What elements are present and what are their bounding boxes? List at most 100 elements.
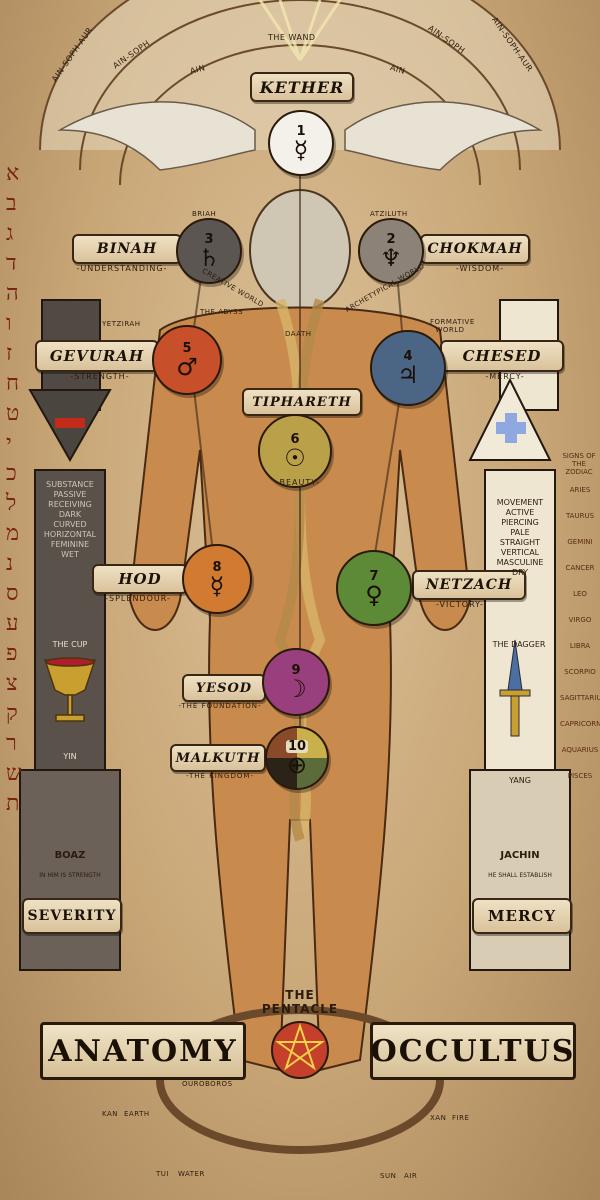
malkuth-number: 10: [285, 738, 309, 754]
mercy-label: MERCY: [472, 898, 572, 934]
hebrew-letter-icon: ט: [6, 401, 20, 426]
venus-icon: ♀: [365, 580, 383, 609]
hebrew-letter-icon: ע: [6, 611, 19, 636]
hebrew-letter-icon: צ: [6, 671, 18, 696]
zodiac-sign-virgo: VIRGO: [568, 616, 592, 624]
abyss-label: THE ABYSS: [200, 308, 244, 316]
wings: [57, 101, 543, 171]
binah-banner: BINAH: [72, 234, 182, 264]
cup-label: THE CUP: [52, 640, 88, 649]
right-pillar-attributes: MOVEMENT ACTIVE PIERCING PALE STRAIGHT V…: [496, 498, 544, 577]
cup-icon: [43, 657, 97, 722]
yesod-number: 9: [291, 662, 301, 678]
zodiac-sign-capricorn: CAPRICORN: [560, 720, 600, 728]
jupiter-icon: ♃: [397, 360, 419, 389]
hebrew-letter-icon: פ: [6, 641, 18, 666]
hebrew-letter-icon: ת: [6, 791, 20, 816]
formative-world-label: FORMATIVE WORLD: [430, 318, 475, 334]
yetzirah-label: YETZIRAH: [102, 320, 141, 328]
netzach-subtitle: -VICTORY-: [436, 600, 484, 609]
binah-number: 3: [204, 231, 214, 247]
chesed-subtitle: -MERCY-: [485, 372, 525, 381]
zodiac-header: SIGNS OF THE ZODIAC: [562, 452, 596, 476]
netzach-number: 7: [369, 568, 379, 584]
atziluth-label: ATZILUTH: [370, 210, 408, 218]
gevurah-subtitle: -STRENGTH-: [70, 372, 130, 381]
chesed-banner: CHESED: [440, 340, 564, 372]
hebrew-letter-icon: ד: [6, 251, 17, 276]
trigram-tui: TUI: [156, 1170, 169, 1178]
trigram-air: AIR: [404, 1172, 418, 1180]
zodiac-sign-sagittarius: SAGITTARIUS: [560, 694, 600, 702]
malkuth-sephira: 10 ⊕: [265, 726, 329, 790]
hebrew-letter-icon: ו: [6, 311, 12, 336]
hod-sephira: 8 ☿: [182, 544, 252, 614]
boaz-subtitle: IN HIM IS STRENGTH: [39, 872, 101, 879]
title-occultus: OCCULTUS: [370, 1022, 576, 1080]
hebrew-letter-icon: נ: [6, 551, 14, 576]
yesod-sephira: 9 ☽: [262, 648, 330, 716]
trigram-earth: EARTH: [124, 1110, 150, 1118]
jachin-label: JACHIN: [500, 850, 540, 861]
tiphareth-banner: TIPHARETH: [242, 388, 362, 416]
trigram-water: WATER: [178, 1170, 205, 1178]
hebrew-letter-icon: ש: [6, 761, 22, 786]
zodiac-sign-leo: LEO: [573, 590, 587, 598]
hebrew-letter-icon: ס: [6, 581, 19, 606]
neptune-icon: ♆: [380, 243, 402, 272]
netzach-banner: NETZACH: [412, 570, 526, 600]
malkuth-banner: MALKUTH: [170, 744, 266, 772]
trigram-kan: KAN: [102, 1110, 118, 1118]
ouroboros-label: OUROBOROS: [182, 1080, 233, 1088]
hebrew-letter-icon: ב: [6, 191, 17, 216]
daath-label: DAATH: [285, 330, 312, 338]
hebrew-letter-icon: ל: [6, 491, 17, 516]
hebrew-letter-icon: כ: [6, 461, 17, 486]
hebrew-letter-icon: ר: [6, 731, 17, 756]
right-pillar-shape: [468, 299, 571, 971]
gevurah-number: 5: [182, 340, 192, 356]
hebrew-letter-icon: ה: [6, 281, 19, 306]
zodiac-sign-pisces: PISCES: [567, 772, 593, 780]
tiphareth-number: 6: [290, 431, 300, 447]
hebrew-letter-icon: א: [6, 161, 20, 186]
yesod-banner: YESOD: [182, 674, 266, 702]
hod-subtitle: -SPLENDOUR-: [105, 594, 171, 603]
yang-label: YANG: [509, 776, 531, 785]
light-rays: [258, 0, 342, 61]
hebrew-letter-icon: ח: [6, 371, 20, 396]
chokmah-banner: CHOKMAH: [420, 234, 530, 264]
dagger-icon: [499, 639, 531, 737]
zodiac-sign-cancer: CANCER: [565, 564, 595, 572]
zodiac-sign-taurus: TAURUS: [565, 512, 595, 520]
gevurah-sephira: 5 ♂: [152, 325, 222, 395]
trigram-sun: SUN: [380, 1172, 397, 1180]
zodiac-sign-aries: ARIES: [569, 486, 591, 494]
chokmah-subtitle: -WISDOM-: [455, 264, 505, 273]
hebrew-letter-icon: ז: [6, 341, 13, 366]
hebrew-letter-icon: ג: [6, 221, 14, 246]
zodiac-sign-scorpio: SCORPIO: [564, 668, 596, 676]
boaz-label: BOAZ: [54, 850, 86, 861]
kether-number: 1: [296, 123, 306, 139]
chesed-sephira: 4 ♃: [370, 330, 446, 406]
pentacle-icon: [271, 1021, 329, 1079]
zodiac-sign-aquarius: AQUARIUS: [561, 746, 599, 754]
briah-label: BRIAH: [192, 210, 217, 218]
saturn-icon: ♄: [198, 243, 220, 272]
hod-banner: HOD: [92, 564, 188, 594]
hebrew-letter-icon: מ: [6, 521, 20, 546]
sun-icon: ☉: [284, 443, 306, 472]
tiphareth-subtitle: -BEAUTY-: [275, 478, 321, 487]
binah-sephira: 3 ♄: [176, 218, 242, 284]
yesod-subtitle: -THE FOUNDATION-: [178, 702, 262, 710]
gevurah-banner: GEVURAH: [35, 340, 159, 372]
zodiac-sign-gemini: GEMINI: [567, 538, 593, 546]
kether-banner: KETHER: [250, 72, 354, 102]
earth-icon: ⊕: [286, 750, 308, 779]
hebrew-letter-icon: ק: [6, 701, 18, 726]
chokmah-number: 2: [386, 231, 396, 247]
chokmah-sephira: 2 ♆: [358, 218, 424, 284]
